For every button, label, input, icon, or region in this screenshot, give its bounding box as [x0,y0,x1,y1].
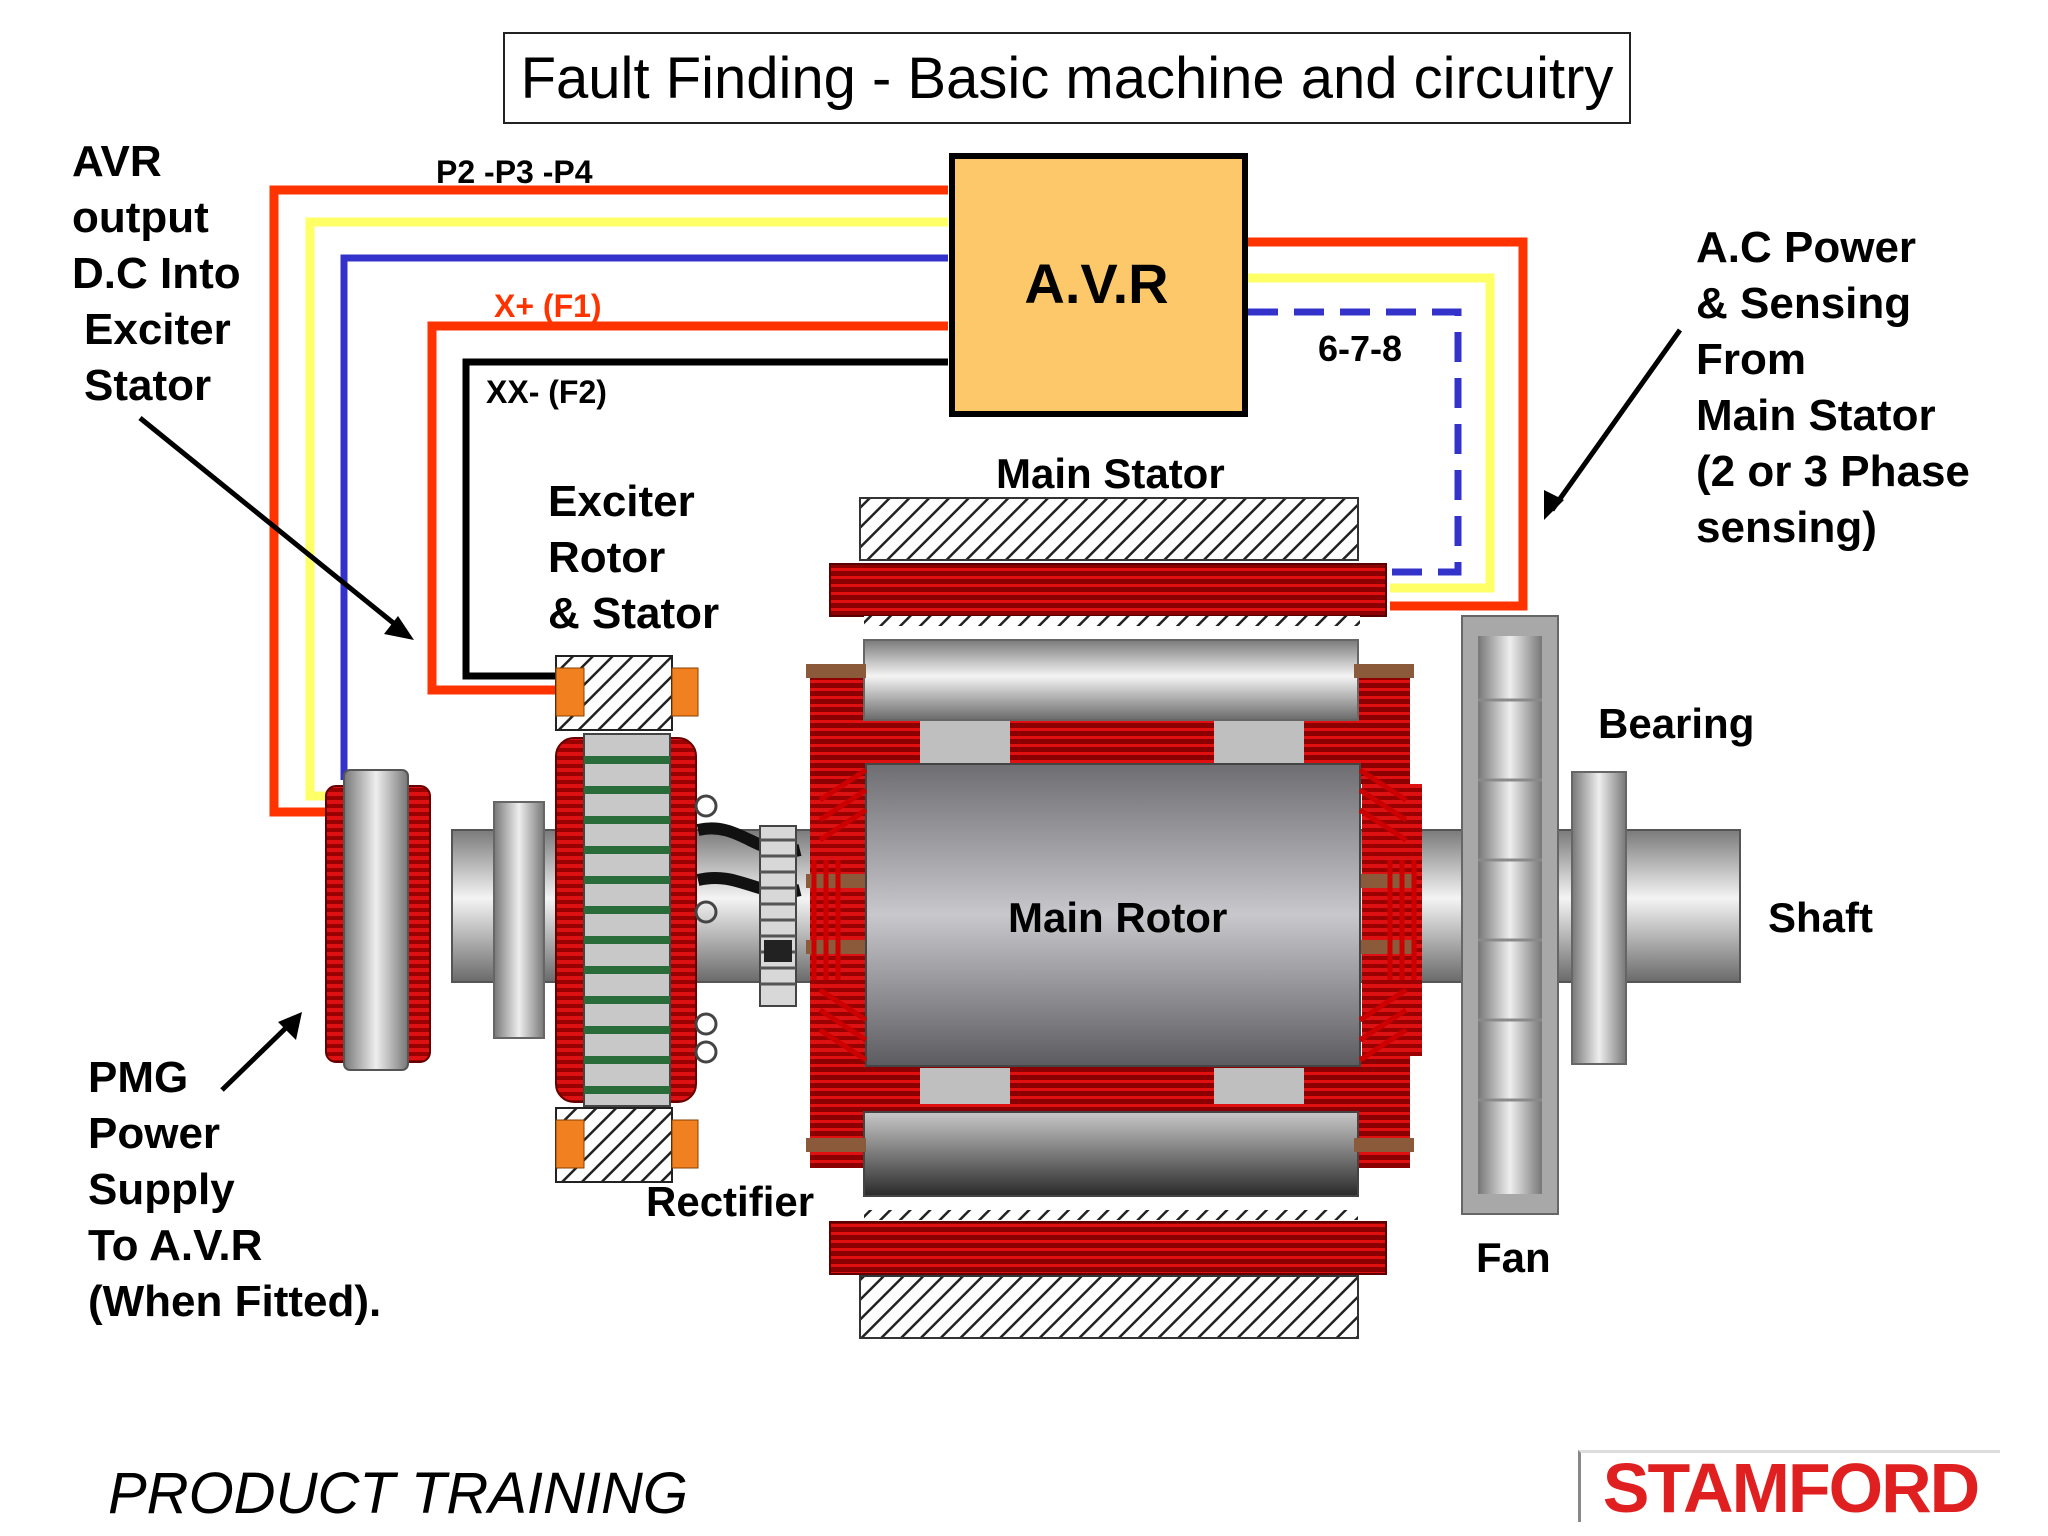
arrow-avr-output [138,416,404,632]
label-shaft: Shaft [1768,894,1873,941]
main-rotor-body [865,763,1361,1067]
red-wire-avr-output [269,185,948,817]
main-stator-top [829,497,1387,626]
label-exciter: Exciter Rotor & Stator [548,477,720,638]
pole-shoe-bottom [863,1111,1359,1197]
yellow-wire-avr-output [305,217,948,801]
arrow-head-pmg [278,1012,302,1040]
rotor-end-windings [811,767,1417,1063]
label-ac-power: A.C Power & Sensing From Main Stator (2 … [1696,223,1970,552]
avr-label: A.V.R [1024,251,1169,315]
pole-shoe-top [863,639,1359,721]
blue-dashed-sensing-wire [1248,308,1462,576]
yellow-wire-ac-power [1248,273,1495,593]
main-stator-bottom [829,1210,1387,1339]
bearing [1571,771,1627,1065]
stamford-logo: STAMFORD [1578,1449,2000,1527]
footer-product-training: PRODUCT TRAINING [108,1461,688,1526]
exciter-assembly [555,655,699,1183]
arrow-pmg [220,1020,294,1092]
arrow-head-ac-power [1544,490,1564,520]
avr-box [949,153,1248,417]
wire-label-xx-minus: XX- (F2) [486,374,607,410]
black-wire-xx-minus [462,358,948,680]
arrow-ac-power [1549,328,1683,512]
fan [1461,615,1559,1215]
label-bearing: Bearing [1598,700,1755,747]
label-main-rotor: Main Rotor [1008,894,1228,941]
rectifier [694,794,802,1064]
wire-label-x-plus: X+ (F1) [494,288,602,324]
pmg-assembly [325,769,545,1071]
page-title: Fault Finding - Basic machine and circui… [503,32,1631,124]
label-fan: Fan [1476,1234,1551,1281]
wiring [269,185,1528,817]
label-rectifier: Rectifier [646,1178,815,1225]
label-main-stator: Main Stator [996,450,1225,497]
arrow-head-avr-output [384,616,414,640]
wire-label-p2p3p4: P2 -P3 -P4 [436,154,593,190]
brand-text: STAMFORD [1602,1448,1980,1527]
red-wire-ac-power [1248,237,1528,611]
label-pmg: PMG Power Supply To A.V.R (When Fitted). [88,1053,382,1326]
blue-wire-avr-output [340,254,948,780]
red-wire-x-plus [427,321,948,695]
wire-label-sensing: 6-7-8 [1318,328,1403,369]
arrows [138,328,1683,1092]
label-avr-output: AVR output D.C Into Exciter Stator [72,137,241,410]
